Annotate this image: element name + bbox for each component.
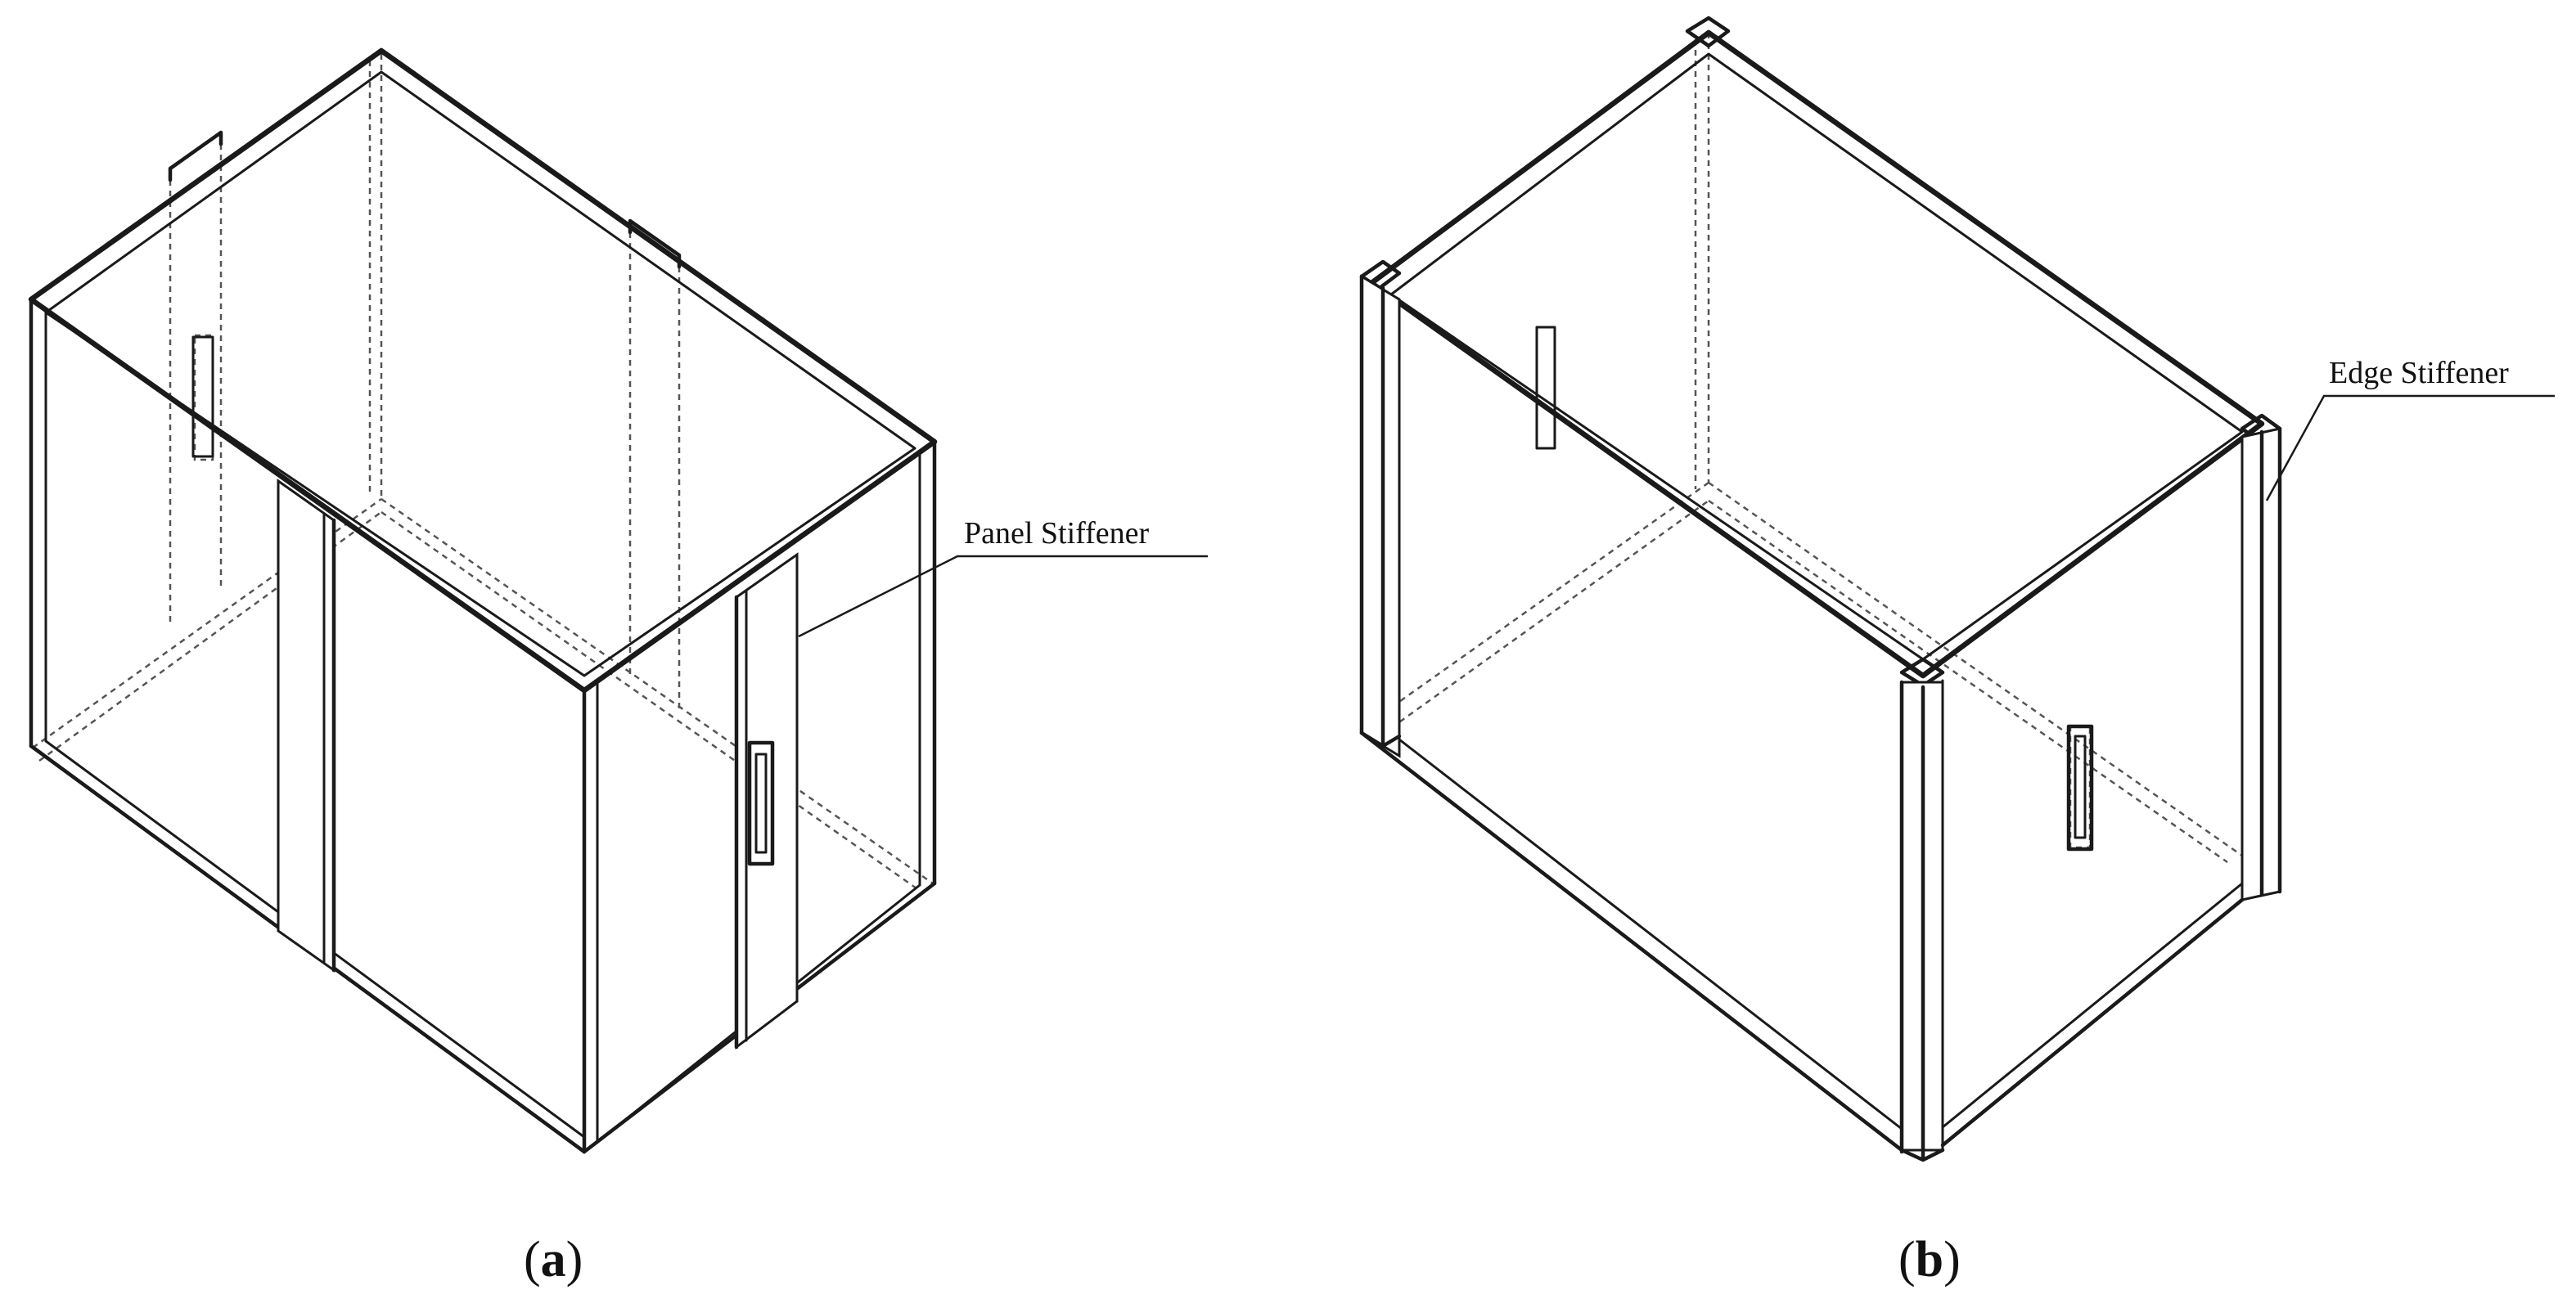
panel-b-top-rim-inner [1389,52,2244,661]
panel-b-edge-stiffener-left [1359,274,1401,758]
panel-b-handle-front [2066,724,2094,852]
panel-a-callout: Panel Stiffener [964,516,1150,551]
panel-b-edge-stiffener-right [2240,426,2282,901]
panel-a-top-rim-inner [44,70,916,677]
panel-a-handle-front [747,740,775,866]
panel-a-caption: (a) [524,1232,583,1288]
panel-b-hidden-edges [1382,33,2243,864]
panel-b-callout: Edge Stiffener [2329,356,2509,390]
panel-a-front-stiffener-left [277,479,336,973]
panel-b-callout-leader [2265,394,2555,501]
panel-b-handle-back [1535,326,1556,450]
panel-b-top-rim-outer [1368,29,2265,679]
panel-a-top-rim-outer [28,47,938,694]
panel-b-edge-stiffener-front [1899,679,1944,1161]
panel-b-drawing: Edge Stiffener (b) [1359,16,2555,1288]
panel-a-drawing: Panel Stiffener (a) [28,47,1208,1288]
panel-a-handle-back [191,335,214,458]
panel-a-callout-leader [798,555,1208,638]
panel-b-caption: (b) [1898,1232,1961,1288]
panel-a-top-tab-left [168,130,223,182]
